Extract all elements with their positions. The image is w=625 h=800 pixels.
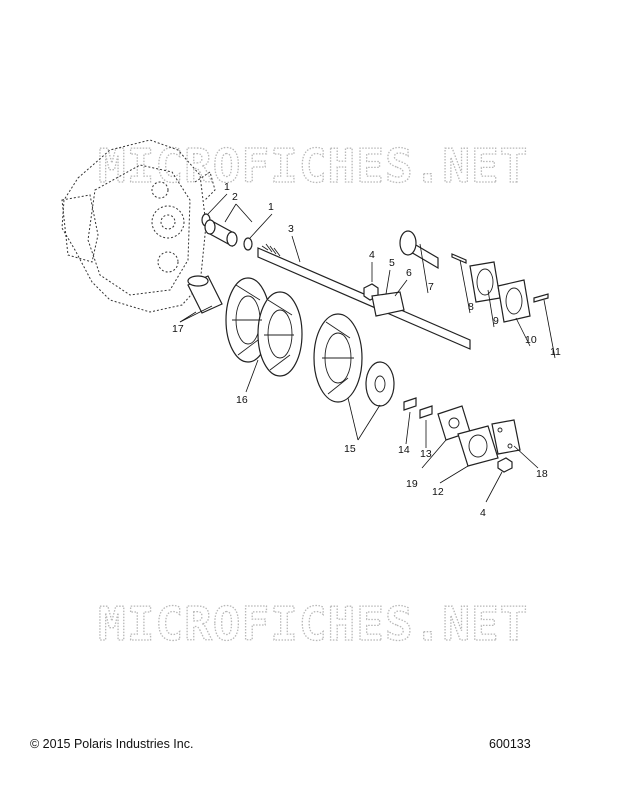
leader-lines bbox=[179, 193, 556, 503]
callout-3: 3 bbox=[288, 223, 294, 235]
callout-6: 6 bbox=[406, 267, 412, 279]
stud bbox=[419, 405, 433, 419]
axle bbox=[399, 230, 439, 270]
callout-17: 17 bbox=[172, 323, 184, 335]
callout-1-upper: 1 bbox=[224, 181, 230, 193]
drive-sprocket-pair bbox=[225, 277, 303, 377]
callout-1-lower: 1 bbox=[268, 201, 274, 213]
copyright-text: © 2015 Polaris Industries Inc. bbox=[30, 737, 194, 751]
drive-sleeve bbox=[187, 275, 223, 314]
callout-9: 9 bbox=[493, 315, 499, 327]
bolt bbox=[533, 293, 549, 303]
flange-hub bbox=[365, 361, 395, 407]
o-ring-lower bbox=[243, 237, 253, 251]
callout-14: 14 bbox=[398, 444, 410, 456]
callout-8: 8 bbox=[468, 301, 474, 313]
callout-10: 10 bbox=[525, 334, 537, 346]
callout-5: 5 bbox=[389, 257, 395, 269]
callout-4-lower: 4 bbox=[480, 507, 486, 519]
bearing-flange bbox=[497, 279, 531, 323]
callout-13: 13 bbox=[420, 448, 432, 460]
figure-id: 600133 bbox=[489, 737, 531, 751]
key bbox=[451, 253, 467, 264]
bearing-housing bbox=[457, 425, 499, 467]
callout-15: 15 bbox=[344, 443, 356, 455]
drive-sprocket-single bbox=[313, 313, 363, 403]
bracket bbox=[491, 419, 521, 455]
watermark-bottom: MICROFICHES.NET bbox=[98, 597, 528, 651]
watermark-top: MICROFICHES.NET bbox=[98, 139, 528, 193]
callout-2: 2 bbox=[232, 191, 238, 203]
callout-19: 19 bbox=[406, 478, 418, 490]
callout-12: 12 bbox=[432, 486, 444, 498]
callout-16: 16 bbox=[236, 394, 248, 406]
gearcase-housing bbox=[61, 139, 216, 313]
gasket bbox=[469, 261, 501, 303]
callout-18: 18 bbox=[536, 468, 548, 480]
bushing bbox=[204, 218, 238, 248]
nut-lower bbox=[403, 397, 417, 411]
callout-4-upper: 4 bbox=[369, 249, 375, 261]
nut-lower-bracket bbox=[497, 457, 513, 473]
bearing-plate bbox=[371, 291, 405, 317]
callout-7: 7 bbox=[428, 281, 434, 293]
callout-11: 11 bbox=[550, 346, 561, 358]
